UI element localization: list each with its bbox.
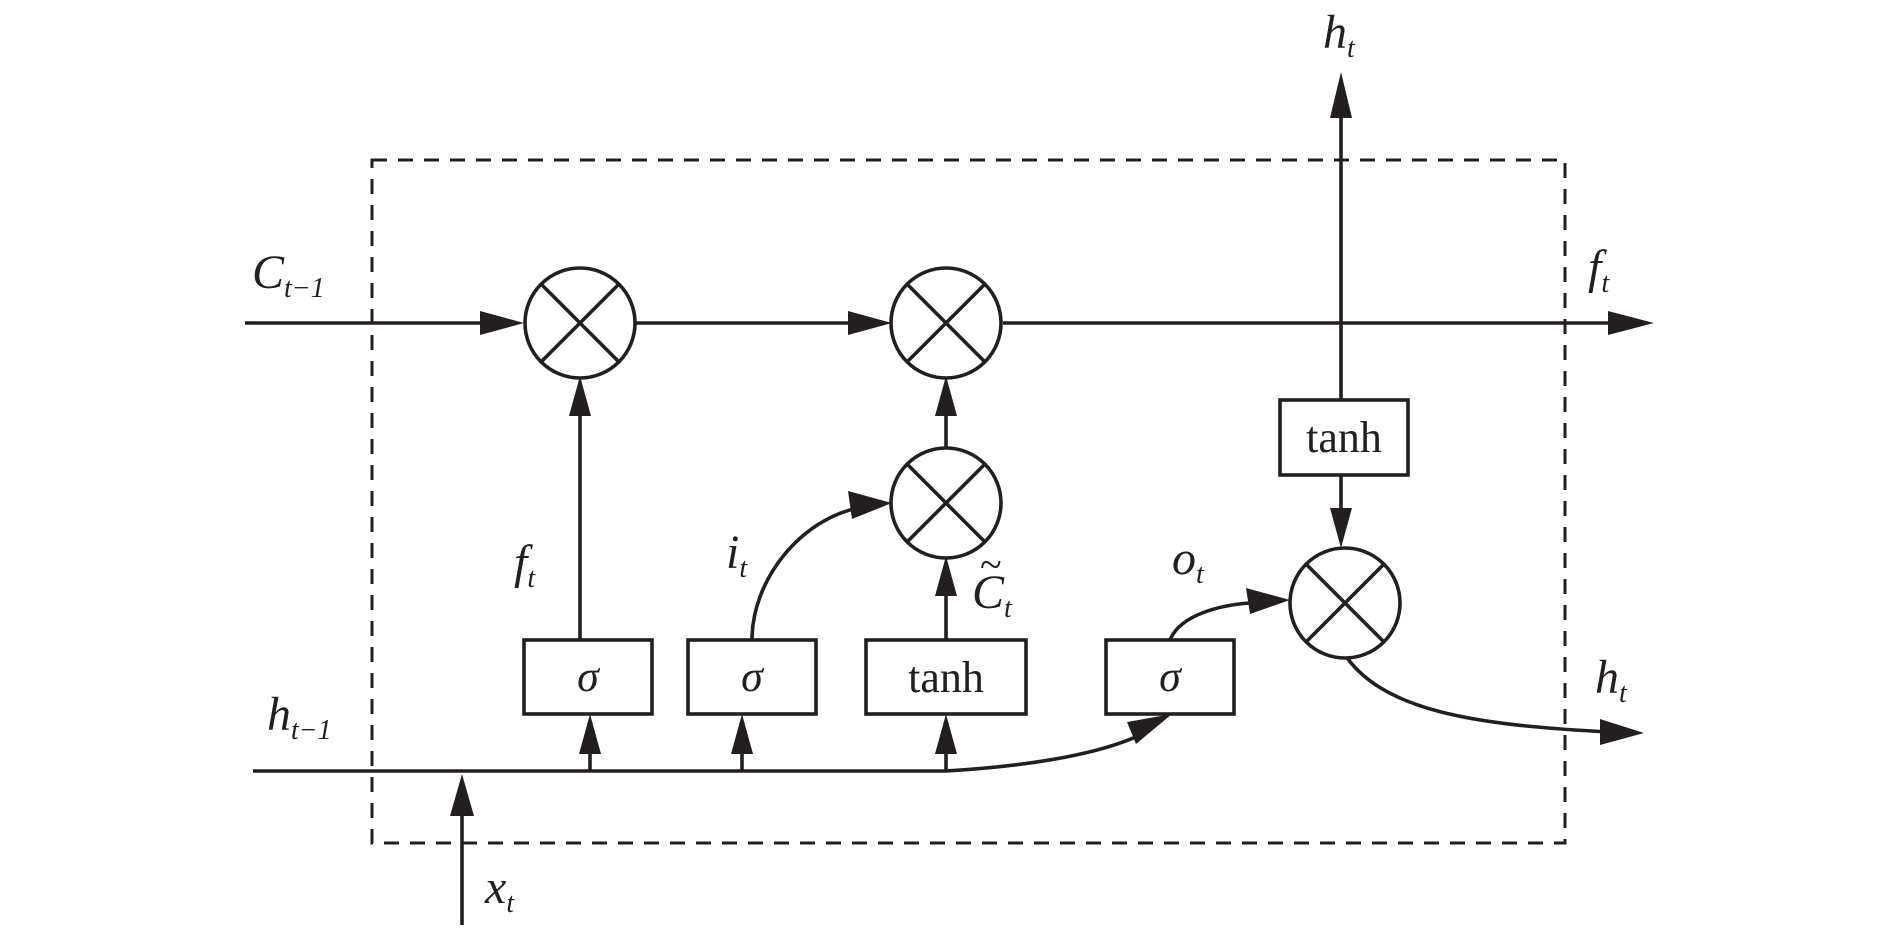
f-out-label: ft [1588, 241, 1610, 299]
forget-gate-label: σ [577, 652, 601, 701]
arrow-into-output-gate [1127, 714, 1172, 744]
arrow-h-top [1330, 72, 1352, 118]
arrow-mid-multiply-up [935, 376, 957, 416]
multiply-output [1288, 546, 1402, 660]
output-gate-curve [1168, 601, 1251, 641]
h-top-label: ht [1323, 6, 1356, 64]
arrow-x-input [450, 774, 474, 816]
c-tilde-label: Ct [972, 566, 1013, 624]
h-prev-label: ht−1 [267, 688, 332, 746]
input-gate-output-label: it [726, 526, 748, 584]
arrow-into-add-multiply [848, 311, 892, 335]
c-tilde-mark: ~ [980, 542, 1002, 587]
output-gate-box: σ [1104, 638, 1236, 716]
forget-gate-output-label: ft [514, 536, 536, 594]
candidate-label: tanh [908, 653, 984, 702]
output-gate-output-label: ot [1172, 532, 1205, 590]
arrow-into-candidate [935, 714, 957, 754]
arrow-tanh-down [1330, 508, 1352, 548]
cell-tanh-box: tanh [1278, 398, 1410, 477]
hidden-to-output-gate-curve [945, 728, 1151, 773]
arrow-cell-state-out [1608, 311, 1654, 335]
arrow-h-output [1600, 719, 1644, 745]
multiply-add [889, 266, 1003, 380]
candidate-box: tanh [864, 638, 1028, 716]
arrow-candidate-up [935, 556, 957, 596]
arrow-forget-up [569, 376, 591, 416]
input-gate-box: σ [686, 638, 818, 716]
arrow-input-gate [848, 491, 892, 519]
multiply-input [889, 446, 1003, 560]
h-output-curve [1341, 651, 1611, 734]
arrow-output-gate [1246, 588, 1290, 614]
output-gate-label: σ [1159, 652, 1183, 701]
cell-tanh-label: tanh [1306, 413, 1382, 462]
arrow-into-forget-gate [579, 714, 601, 754]
cell-boundary [370, 158, 1567, 845]
input-gate-curve [750, 506, 859, 641]
multiply-forget [523, 266, 637, 380]
arrow-into-input-gate [731, 714, 753, 754]
arrow-into-forget-multiply [480, 311, 524, 335]
c-prev-label: Ct−1 [252, 246, 325, 304]
h-out-label: ht [1595, 651, 1628, 709]
x-label: xt [484, 861, 515, 919]
forget-gate-box: σ [522, 638, 654, 716]
input-gate-label: σ [741, 652, 765, 701]
